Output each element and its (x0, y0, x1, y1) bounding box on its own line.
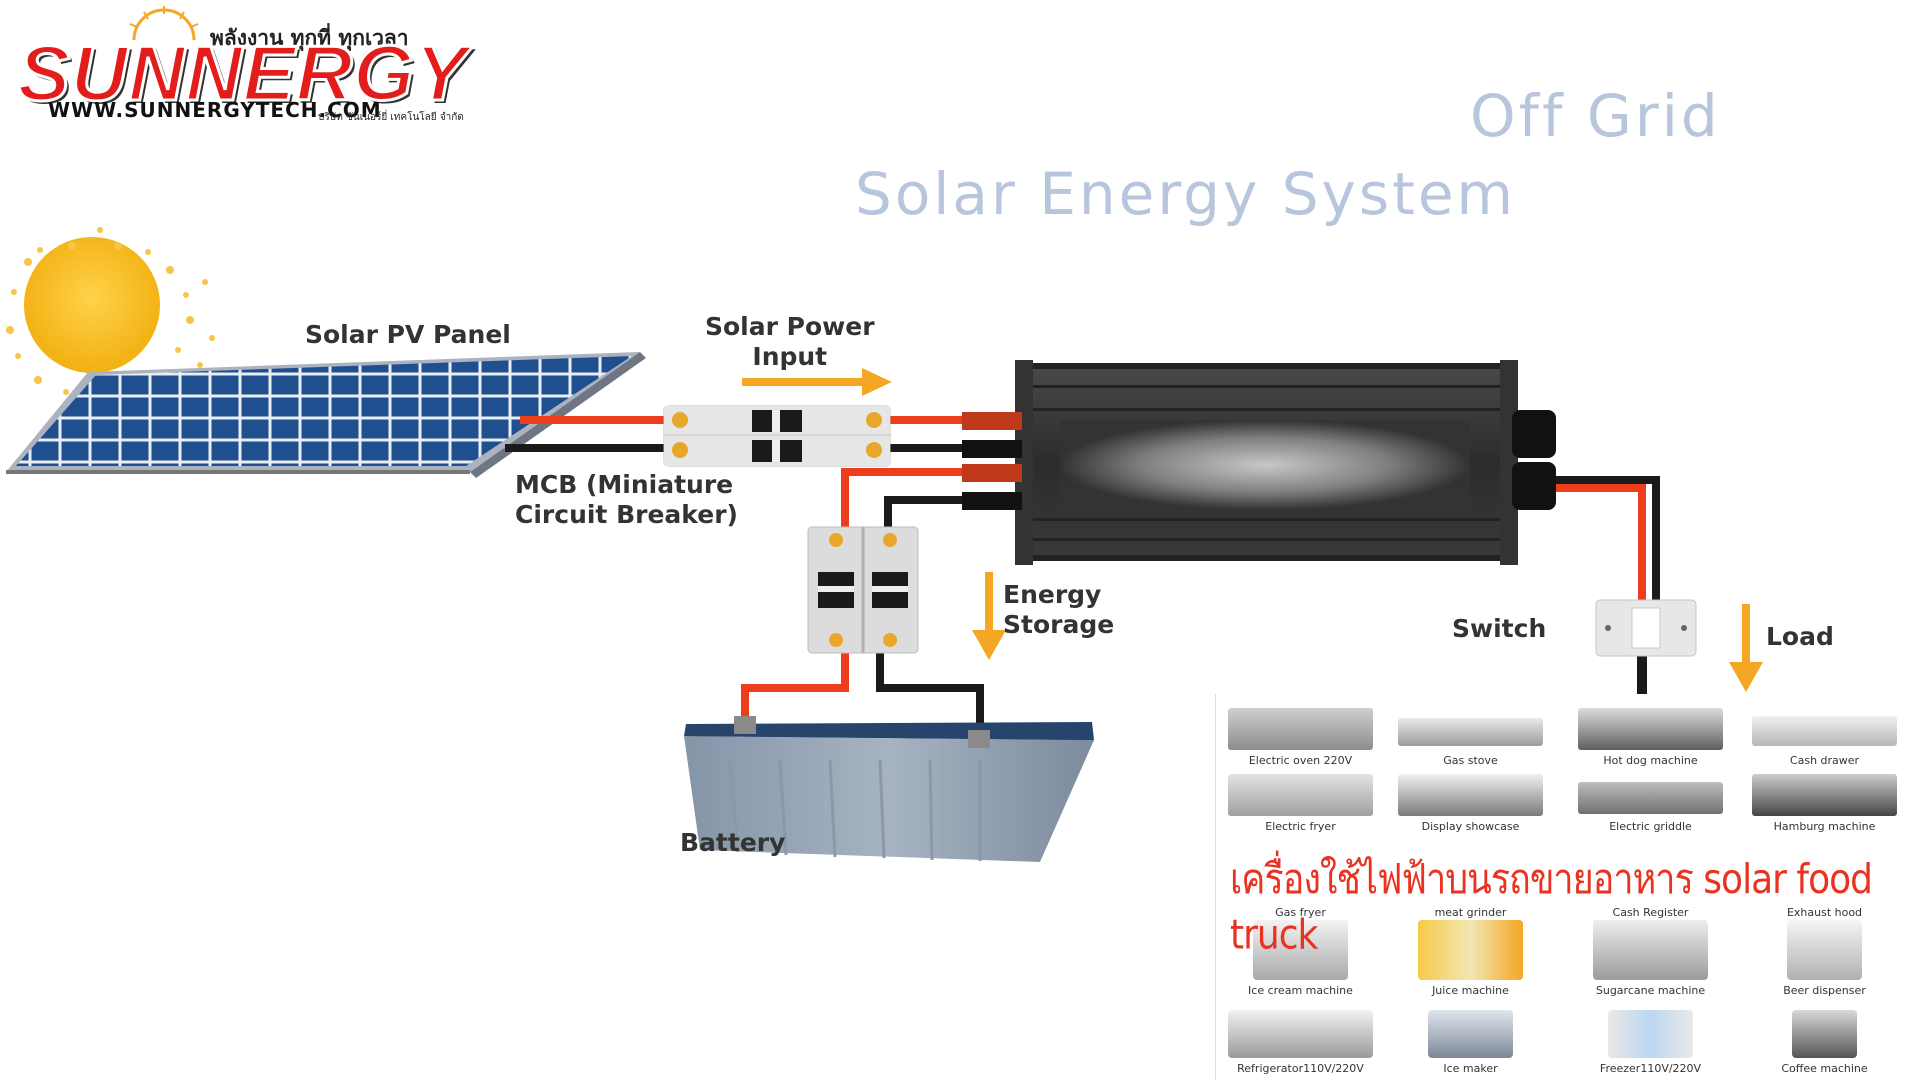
hamburg-machine-icon (1752, 774, 1897, 816)
label-solar-power-input-line1: Solar Power (705, 312, 875, 341)
label-load: Load (1766, 622, 1834, 651)
juice-machine-icon (1418, 920, 1523, 980)
appliance-item: Refrigerator110V/220V (1218, 1010, 1383, 1080)
electric-oven-icon (1228, 708, 1373, 750)
appliance-item: Electric griddle (1568, 774, 1733, 840)
display-showcase-icon (1398, 774, 1543, 816)
food-truck-title: เครื่องใช้ไฟฟ้าบนรถขายอาหาร solar food t… (1230, 856, 1873, 959)
sugarcane-machine-icon (1593, 920, 1708, 980)
appliance-item: Exhaust hood Beer dispenser (1783, 906, 1866, 997)
label-battery: Battery (680, 828, 786, 857)
label-mcb-line2: Circuit Breaker) (515, 500, 738, 529)
switch-icon (1595, 599, 1697, 657)
appliance-item: Freezer110V/220V (1568, 1010, 1733, 1080)
beer-dispenser-icon (1787, 920, 1862, 980)
appliance-item: Electric fryer (1218, 774, 1383, 840)
arrow-right-icon (742, 368, 892, 396)
label-mcb: MCB (Miniature Circuit Breaker) (515, 470, 738, 530)
appliance-item: Cash Register Sugarcane machine (1568, 906, 1733, 997)
ice-cream-machine-icon (1253, 920, 1348, 980)
appliance-item: Hot dog machine (1568, 708, 1733, 774)
electric-griddle-icon (1578, 782, 1723, 814)
sun-icon (6, 227, 215, 423)
logo-wordmark: SUNNERGY (16, 28, 469, 119)
label-energy-storage-line1: Energy (1003, 580, 1102, 609)
label-solar-power-input-line2: Input (752, 342, 828, 371)
gas-stove-icon (1398, 718, 1543, 746)
appliance-item: Cash drawer (1742, 708, 1907, 774)
label-solar-power-input: Solar Power Input (705, 312, 875, 372)
charge-controller-icon (962, 360, 1556, 565)
appliance-item: Gas stove (1388, 708, 1553, 774)
electric-fryer-icon (1228, 774, 1373, 816)
label-energy-storage-line2: Storage (1003, 610, 1115, 639)
logo-tagline: พลังงาน ทุกที่ ทุกเวลา (210, 26, 409, 50)
label-mcb-line1: MCB (Miniature (515, 470, 734, 499)
ice-maker-icon (1428, 1010, 1513, 1058)
title-line1: Off Grid (1470, 82, 1721, 150)
title-line2: Solar Energy System (855, 160, 1517, 228)
coffee-machine-icon (1792, 1010, 1857, 1058)
battery-mcb-icon (807, 526, 919, 654)
mcb-breaker-icon (663, 405, 891, 467)
sun-logo-icon (124, 6, 204, 42)
appliance-item: Ice maker (1388, 1010, 1553, 1080)
appliance-item: Display showcase (1388, 774, 1553, 840)
appliance-item: meat grinder Juice machine (1388, 906, 1553, 997)
logo-url: WWW.SUNNERGYTECH.COM (48, 98, 382, 122)
cash-drawer-icon (1752, 716, 1897, 746)
arrow-down-icon (972, 572, 1006, 660)
hot-dog-machine-icon (1578, 708, 1723, 750)
refrigerator-icon (1228, 1010, 1373, 1058)
freezer-icon (1608, 1010, 1693, 1058)
appliance-item: Electric oven 220V (1218, 708, 1383, 774)
label-switch: Switch (1452, 614, 1547, 643)
appliance-panel: Electric oven 220V Gas stove Hot dog mac… (1216, 694, 1920, 1080)
logo-company: บริษัท ซันเนอร์ยี่ เทคโนโลยี จำกัด (318, 112, 464, 123)
appliance-item: Hamburg machine (1742, 774, 1907, 840)
battery-icon (684, 716, 1094, 862)
appliance-item: Coffee machine (1742, 1010, 1907, 1080)
appliance-item: Gas fryer Ice cream machine (1248, 906, 1353, 997)
arrow-down-icon (1729, 604, 1763, 692)
label-solar-pv-panel: Solar PV Panel (305, 320, 511, 349)
label-energy-storage: Energy Storage (1003, 580, 1114, 640)
